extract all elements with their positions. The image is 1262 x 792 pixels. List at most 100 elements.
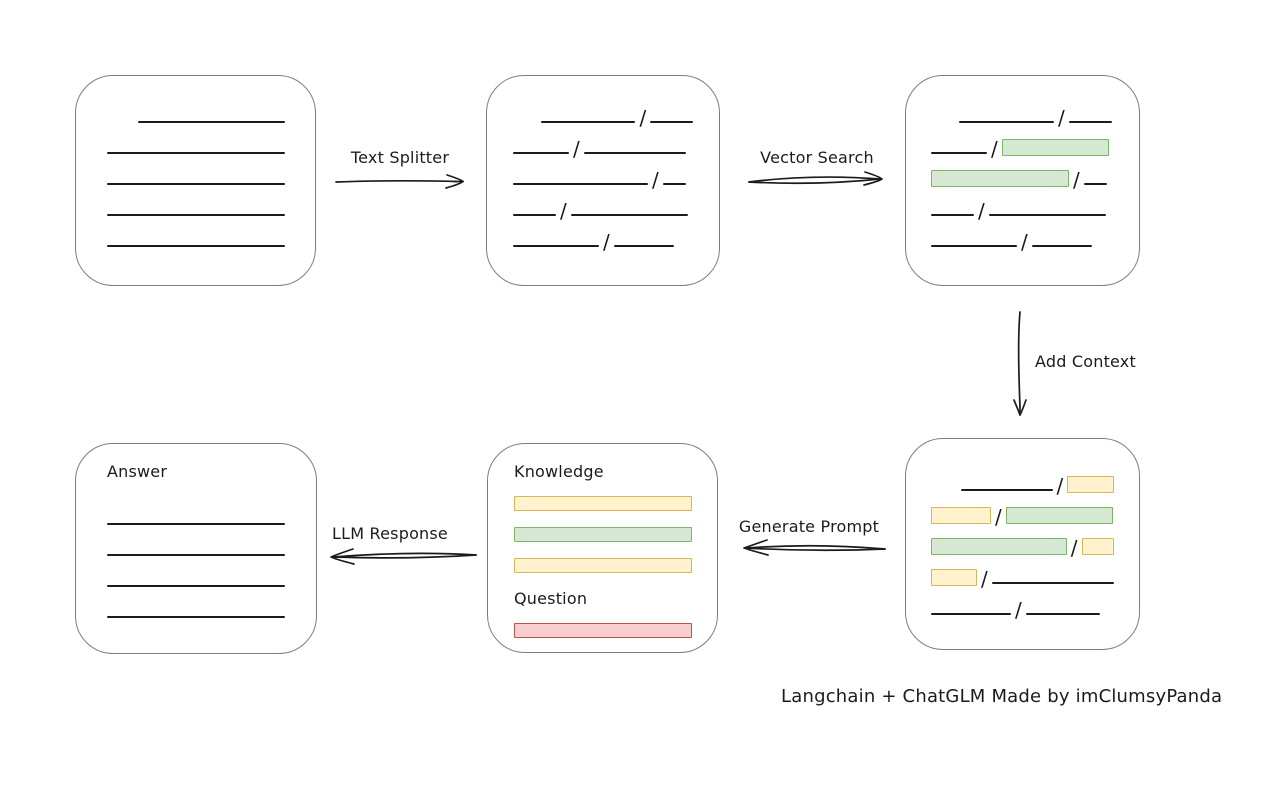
text-line <box>650 121 693 123</box>
text-line <box>991 582 1114 584</box>
source-document-box <box>75 75 316 286</box>
yellow-chunk <box>1081 538 1114 555</box>
slash-separator: / <box>1056 474 1064 498</box>
text-row: / <box>931 94 1114 130</box>
vector-search-label: Vector Search <box>760 148 874 167</box>
text-row <box>107 589 285 620</box>
text-line <box>959 121 1054 123</box>
vector-search-arrow-icon <box>748 171 883 186</box>
slash-separator: / <box>573 137 580 161</box>
credit-caption: Langchain + ChatGLM Made by imClumsyPand… <box>781 686 1223 707</box>
vector-search-result-box: / / / / / <box>905 75 1140 286</box>
text-line <box>931 613 1011 615</box>
yellow-bar <box>514 558 692 573</box>
generate-prompt-label: Generate Prompt <box>738 517 880 536</box>
slash-separator: / <box>1070 536 1078 560</box>
text-line <box>1083 183 1107 185</box>
text-line <box>107 152 285 154</box>
green-chunk <box>1001 139 1109 156</box>
yellow-chunk <box>931 569 977 586</box>
slash-separator: / <box>639 106 647 130</box>
box-label: Question <box>514 589 588 608</box>
text-row: / <box>931 218 1114 254</box>
slash-separator: / <box>1021 230 1028 254</box>
text-row: / <box>931 524 1114 560</box>
text-line <box>107 554 285 556</box>
green-bar <box>514 527 692 542</box>
box-label: Knowledge <box>514 462 604 481</box>
text-line <box>583 152 686 154</box>
box-label: Answer <box>107 462 168 481</box>
llm-response-arrow-icon <box>330 548 477 565</box>
generate-prompt-arrow-icon <box>743 539 886 556</box>
text-row: / <box>931 125 1114 161</box>
text-row: / <box>931 187 1114 223</box>
text-row: / <box>931 462 1114 498</box>
slash-separator: / <box>978 199 985 223</box>
add-context-label: Add Context <box>1035 352 1136 371</box>
text-line <box>541 121 636 123</box>
slash-separator: / <box>1073 168 1080 192</box>
text-row: / <box>931 156 1114 192</box>
text-line <box>513 214 556 216</box>
text-line <box>107 523 285 525</box>
slash-separator: / <box>560 199 567 223</box>
text-row <box>107 156 285 187</box>
slash-separator: / <box>995 505 1002 529</box>
slash-separator: / <box>603 230 610 254</box>
text-row <box>107 218 285 249</box>
context-chunks-box: / / / / / <box>905 438 1140 650</box>
yellow-bar <box>514 496 692 511</box>
text-line <box>107 585 285 587</box>
text-splitter-arrow-icon <box>335 174 464 189</box>
text-line <box>570 214 688 216</box>
text-row: / <box>931 586 1114 622</box>
text-row: / <box>931 555 1114 591</box>
text-line <box>513 183 648 185</box>
text-line <box>931 214 974 216</box>
add-context-arrow-icon <box>1013 311 1027 416</box>
text-row: / <box>513 218 693 254</box>
text-row <box>107 125 285 156</box>
red-bar <box>514 623 692 638</box>
green-chunk <box>931 538 1067 555</box>
text-line <box>613 245 674 247</box>
text-line <box>107 214 285 216</box>
text-line <box>931 152 987 154</box>
text-row <box>107 94 285 125</box>
text-line <box>662 183 686 185</box>
text-row: / <box>931 493 1114 529</box>
text-row <box>107 558 285 589</box>
yellow-chunk <box>1067 476 1114 493</box>
text-line <box>107 616 285 618</box>
text-row: / <box>513 156 693 192</box>
slash-separator: / <box>991 137 998 161</box>
slash-separator: / <box>981 567 988 591</box>
slash-separator: / <box>652 168 659 192</box>
text-row: / <box>513 187 693 223</box>
text-row <box>107 527 285 558</box>
text-line <box>513 245 599 247</box>
slash-separator: / <box>1015 598 1022 622</box>
text-row: / <box>513 125 693 161</box>
split-chunks-box: / / / / / <box>486 75 720 286</box>
green-chunk <box>931 170 1069 187</box>
slash-separator: / <box>1058 106 1065 130</box>
text-line <box>988 214 1106 216</box>
text-line <box>1068 121 1112 123</box>
text-line <box>931 245 1017 247</box>
text-row <box>107 496 285 527</box>
llm-response-label: LLM Response <box>332 524 448 543</box>
text-line <box>961 489 1053 491</box>
text-line <box>1031 245 1092 247</box>
green-chunk <box>1005 507 1113 524</box>
text-row: / <box>513 94 693 130</box>
answer-box: Answer <box>75 443 317 654</box>
yellow-chunk <box>931 507 991 524</box>
text-row <box>107 187 285 218</box>
text-line <box>1025 613 1100 615</box>
text-line <box>138 121 285 123</box>
text-line <box>513 152 569 154</box>
